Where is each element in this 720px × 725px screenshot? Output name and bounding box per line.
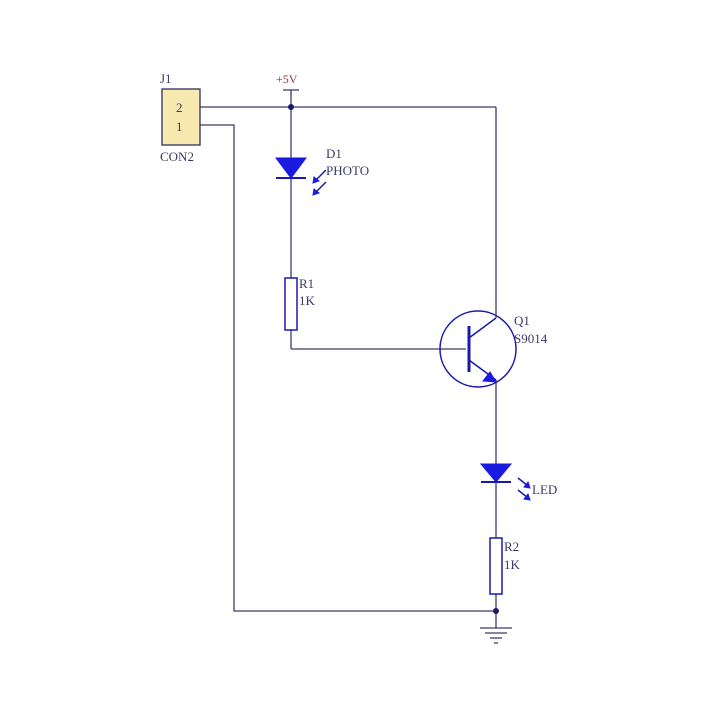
resistor-r2-body [489, 537, 503, 595]
resistor-r1-ref: R1 [299, 276, 314, 291]
transistor-q1[interactable]: Q1 S9014 [439, 300, 548, 388]
connector-pin2: 2 [176, 100, 183, 115]
connector-j1[interactable]: J1 2 1 CON2 [160, 71, 201, 164]
wires [200, 90, 497, 628]
power-label: +5V [276, 72, 298, 86]
photodiode-d1[interactable]: D1 PHOTO [275, 146, 369, 196]
resistor-r2-ref: R2 [504, 539, 519, 554]
resistor-r1[interactable]: R1 1K [284, 276, 316, 331]
resistor-r2[interactable]: R2 1K [489, 537, 521, 595]
transistor-circle [439, 310, 517, 388]
power-port-icon: +5V [276, 72, 299, 91]
connector-pin1: 1 [176, 119, 183, 134]
photodiode-ref: D1 [326, 146, 342, 161]
wire-return-path [200, 124, 496, 612]
connector-body [161, 88, 201, 146]
transistor-ref: Q1 [514, 313, 530, 328]
resistor-r1-body [284, 277, 298, 331]
junction-dot-gnd [493, 608, 499, 614]
led-triangle-icon [479, 463, 513, 483]
connector-value: CON2 [160, 149, 194, 164]
transistor-value: S9014 [514, 331, 548, 346]
resistor-r2-value: 1K [504, 557, 521, 572]
transistor-collector-lead [468, 317, 497, 339]
led[interactable]: LED [479, 463, 557, 501]
led-value: LED [532, 482, 557, 497]
light-out-arrows-icon [517, 477, 531, 501]
photodiode-value: PHOTO [326, 163, 369, 178]
connector-ref: J1 [160, 71, 172, 86]
light-in-arrows-icon [312, 169, 327, 196]
resistor-r1-value: 1K [299, 293, 316, 308]
photodiode-triangle-icon [275, 157, 307, 179]
transistor-emitter-arrow-icon [482, 371, 497, 383]
junction-dot-vcc [288, 104, 294, 110]
ground-symbol-icon [480, 627, 512, 644]
